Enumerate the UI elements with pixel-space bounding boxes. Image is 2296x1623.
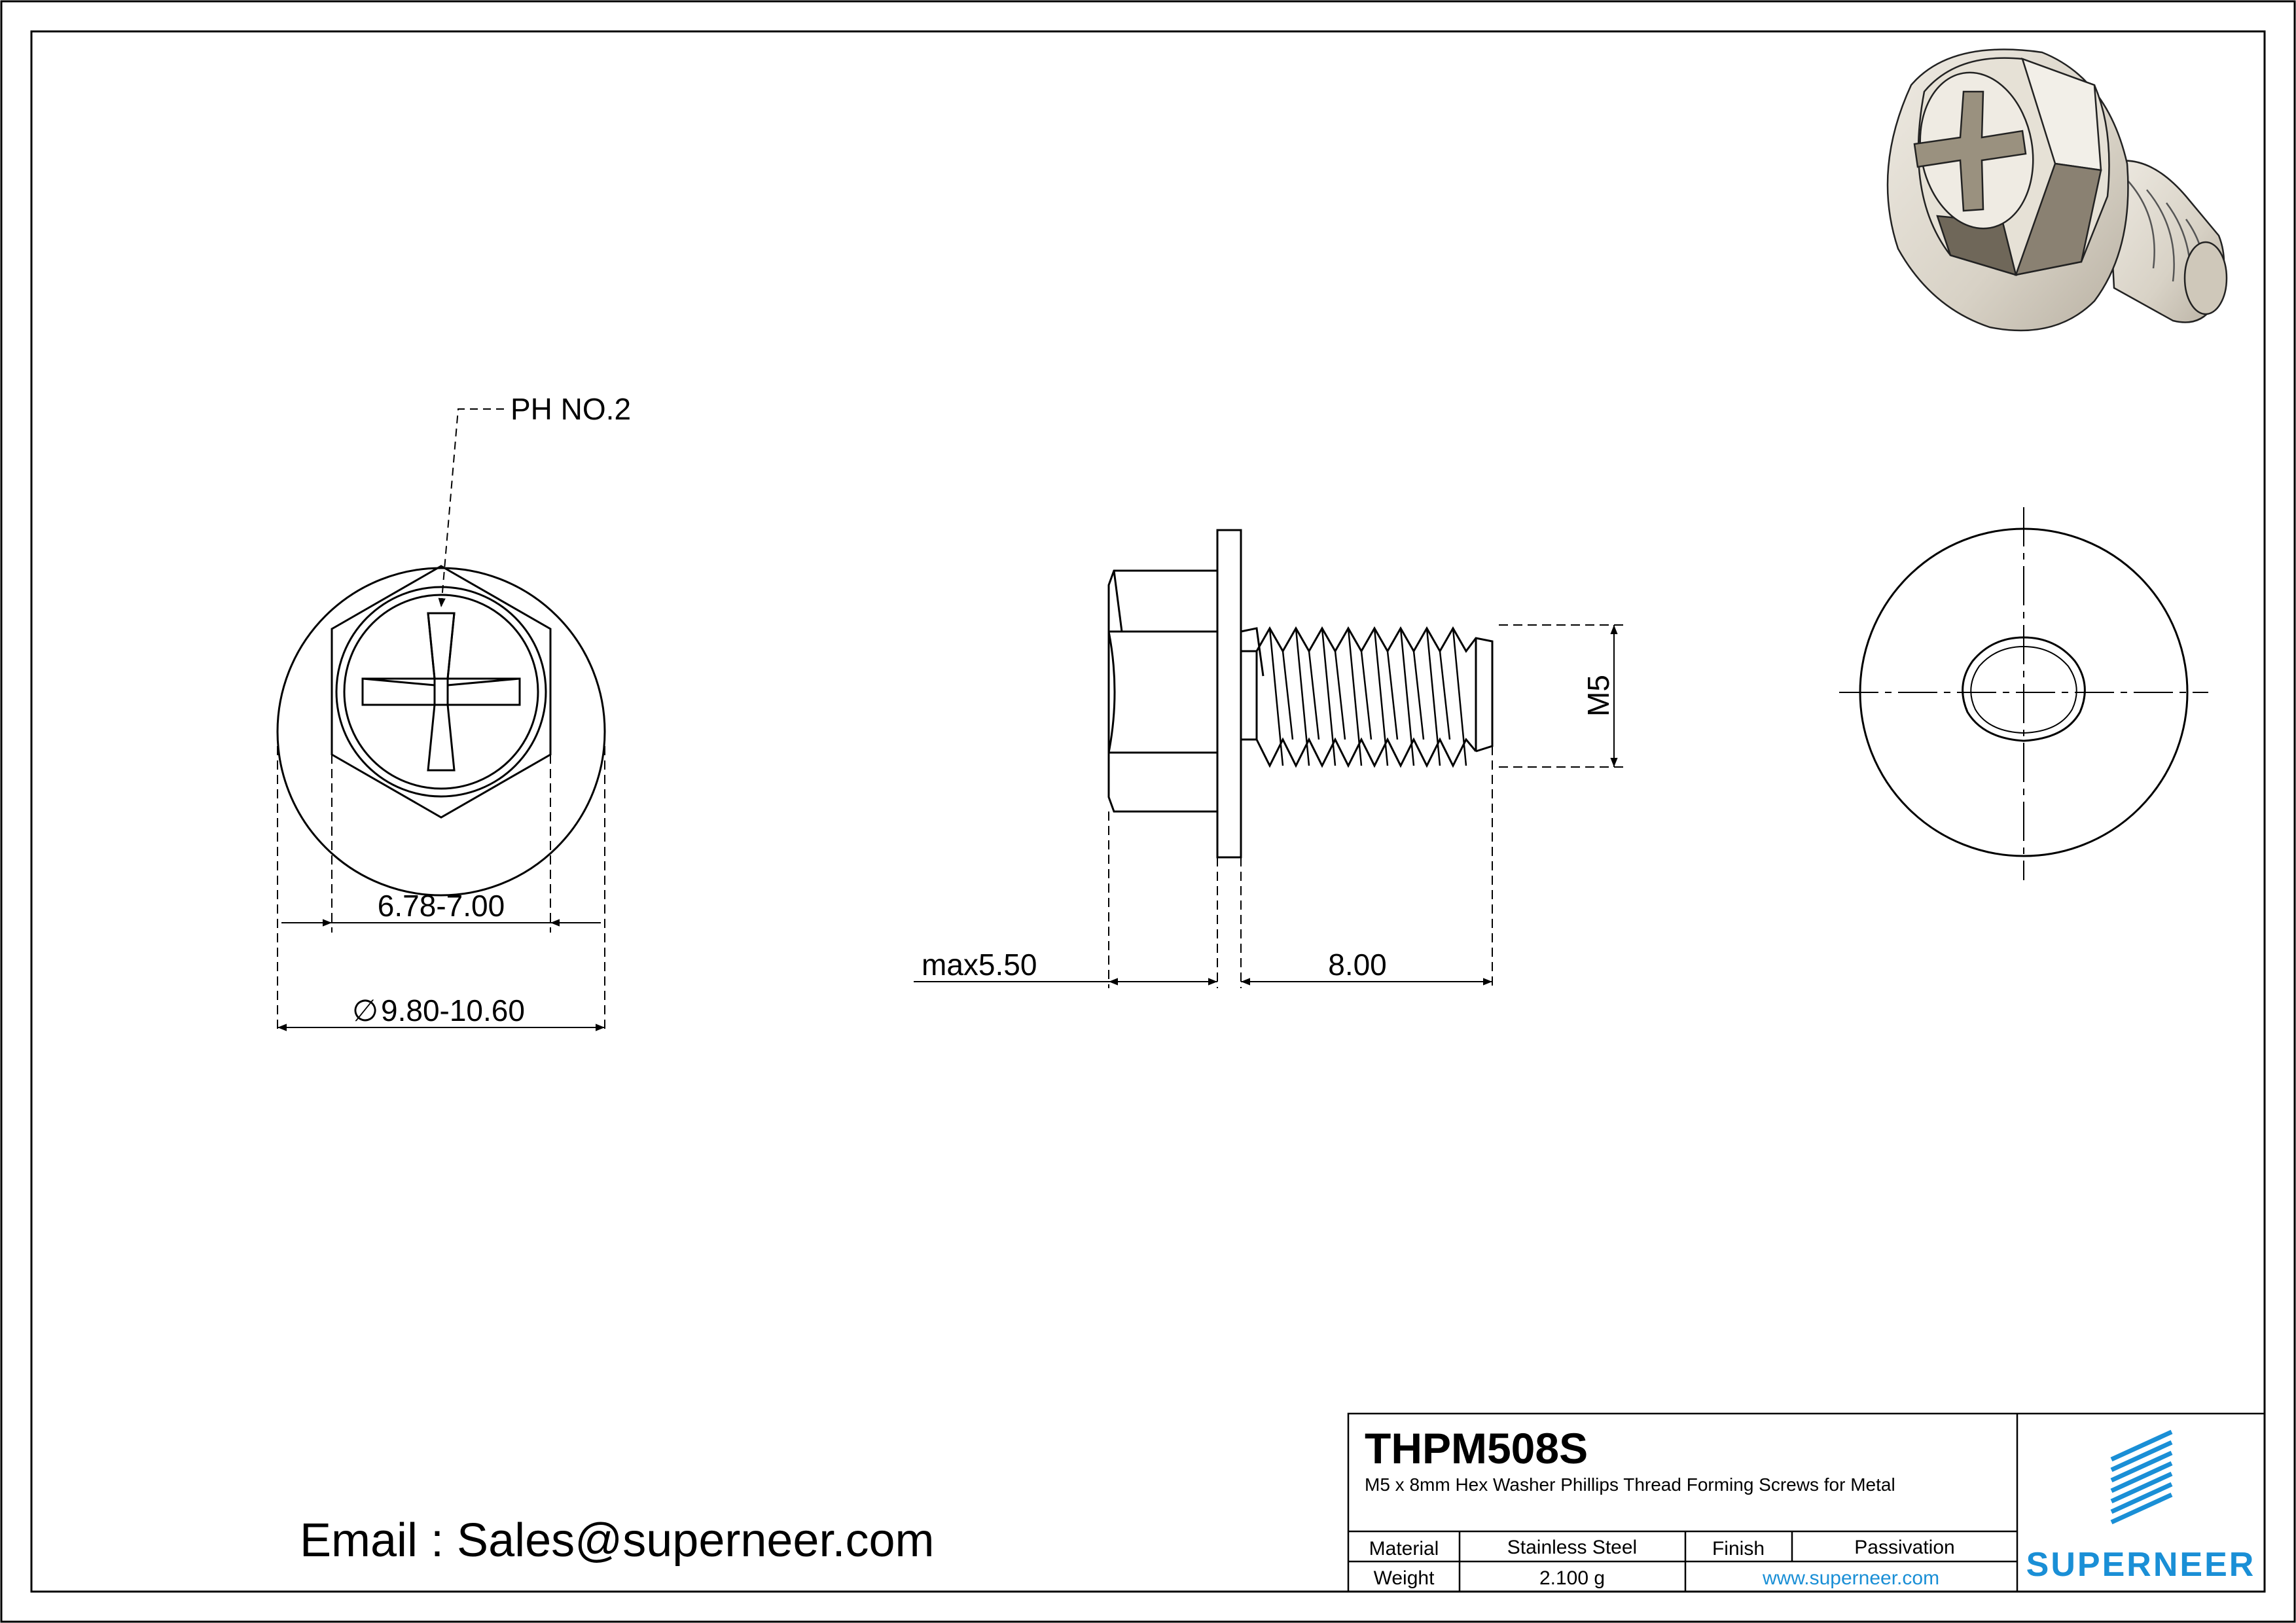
end-view [1839, 507, 2208, 880]
material-label: Material [1369, 1538, 1439, 1560]
phillips-cross [361, 612, 521, 772]
inner-border [30, 30, 2266, 1593]
dim-head-height-text: max5.50 [922, 948, 1037, 982]
website-link[interactable]: www.superneer.com [1762, 1567, 1939, 1589]
hex-head-side [1107, 569, 1219, 813]
part-description: M5 x 8mm Hex Washer Phillips Thread Form… [1365, 1474, 1895, 1495]
logo-text: SUPERNEER [2026, 1546, 2256, 1584]
dim-across-flats-text: 6.78-7.00 [378, 889, 505, 923]
title-block [1347, 1412, 2266, 1593]
recess-outer-circle [335, 586, 547, 798]
trilobe-outer [1962, 636, 2086, 742]
dim-length-text: 8.00 [1328, 948, 1387, 982]
contact-email[interactable]: Email : Sales@superneer.com [300, 1514, 935, 1567]
dim-thread-text: M5 [1581, 675, 1615, 717]
trilobe-inner [1970, 645, 2077, 734]
dim-head-and-length [914, 746, 1493, 988]
finish-value: Passivation [1854, 1537, 1954, 1558]
weight-value: 2.100 g [1539, 1567, 1605, 1589]
ph-callout-text: PH NO.2 [511, 392, 631, 426]
hex-head [331, 565, 552, 819]
dim-across-flats [281, 755, 601, 933]
diameter-symbol: ∅ [352, 993, 378, 1027]
head-view [276, 565, 606, 897]
dim-flange-diameter [277, 732, 605, 1034]
superneer-logo [2110, 1429, 2173, 1525]
washer-flange [1216, 529, 1242, 859]
iso-view [1886, 48, 2228, 332]
side-view [1107, 529, 1494, 859]
weight-label: Weight [1374, 1567, 1435, 1589]
ph-callout: PH NO.2 [438, 392, 631, 608]
finish-label: Finish [1712, 1538, 1765, 1560]
part-number: THPM508S [1365, 1424, 1588, 1472]
thread-crests-bottom [1255, 737, 1477, 768]
recess-inner-circle [343, 594, 539, 790]
dim-flange-diameter-text: 9.80-10.60 [381, 993, 525, 1027]
flange-circle [276, 567, 606, 897]
material-value: Stainless Steel [1507, 1537, 1637, 1558]
cross-center [433, 677, 449, 706]
dim-thread [1499, 624, 1623, 768]
